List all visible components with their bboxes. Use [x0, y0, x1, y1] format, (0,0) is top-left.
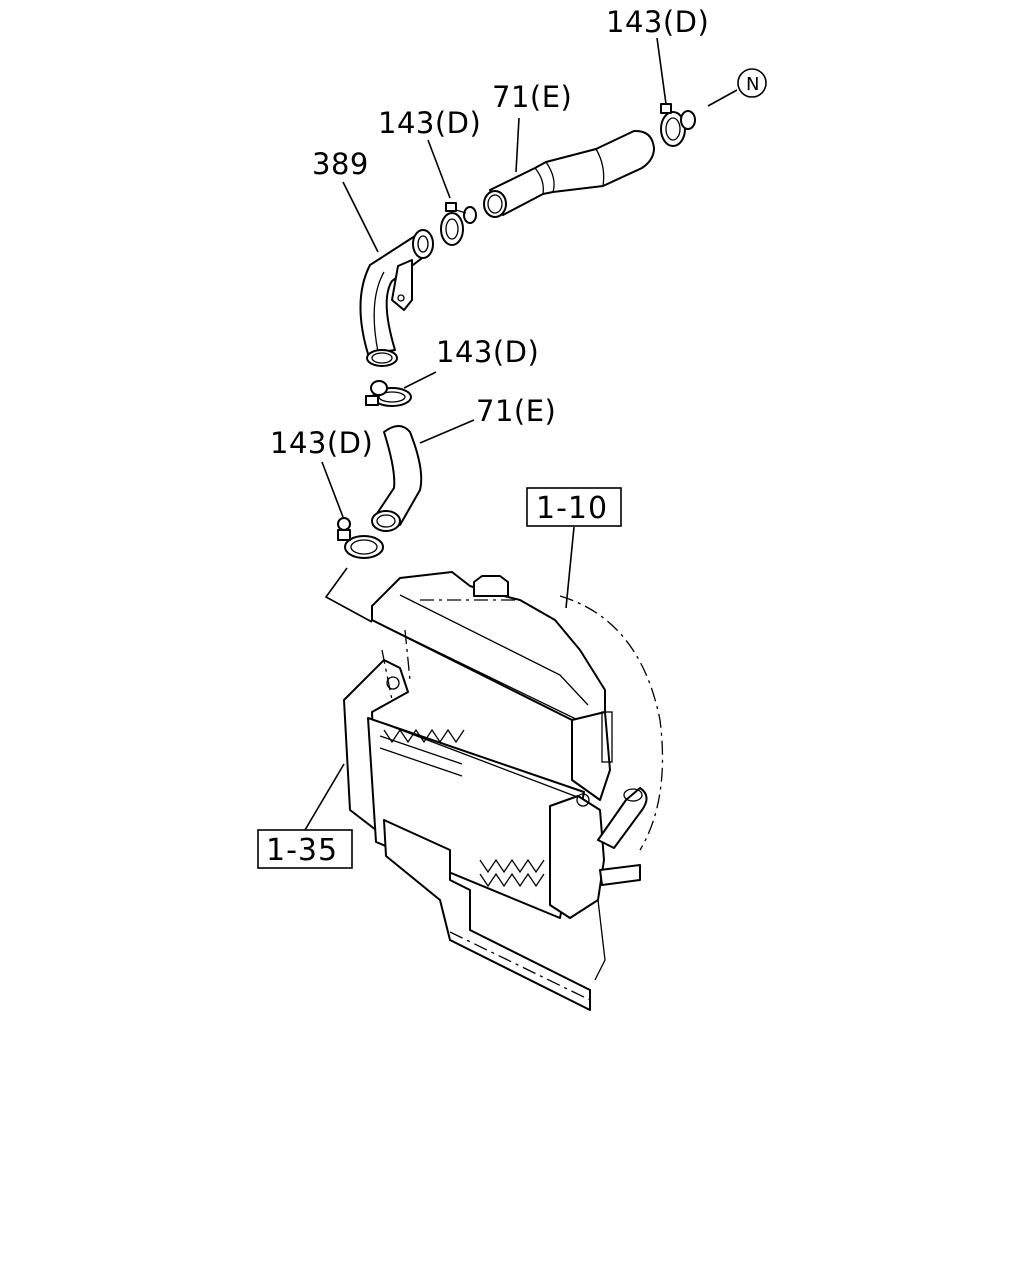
water-pipe-389 — [359, 229, 434, 367]
leader-lines — [304, 37, 738, 831]
callout-143d-top: 143(D) — [606, 5, 709, 39]
hose-71e-upper — [483, 129, 655, 218]
note-n-letter: N — [746, 74, 759, 95]
ref-label-1-10: 1-10 — [536, 491, 608, 526]
callout-143d-mid: 143(D) — [378, 106, 481, 140]
ref-label-1-35: 1-35 — [266, 833, 338, 868]
callout-143d-lowmid: 143(D) — [436, 335, 539, 369]
hose-clamp-lower — [337, 517, 384, 559]
note-n-marker: N — [737, 68, 767, 98]
callout-71e-upper: 71(E) — [492, 80, 572, 114]
callout-143d-low: 143(D) — [270, 426, 373, 460]
hose-71e-lower — [371, 425, 423, 532]
callout-71e-lower: 71(E) — [476, 394, 556, 428]
hose-clamp-mid — [440, 202, 477, 246]
ref-box-1-10: 1-10 — [526, 487, 622, 527]
hose-clamp-lower-mid — [365, 380, 412, 407]
ref-box-1-35: 1-35 — [257, 829, 353, 869]
radiator-assembly — [343, 571, 664, 1011]
hose-clamp-top-right — [660, 103, 696, 147]
callout-389: 389 — [312, 147, 369, 181]
